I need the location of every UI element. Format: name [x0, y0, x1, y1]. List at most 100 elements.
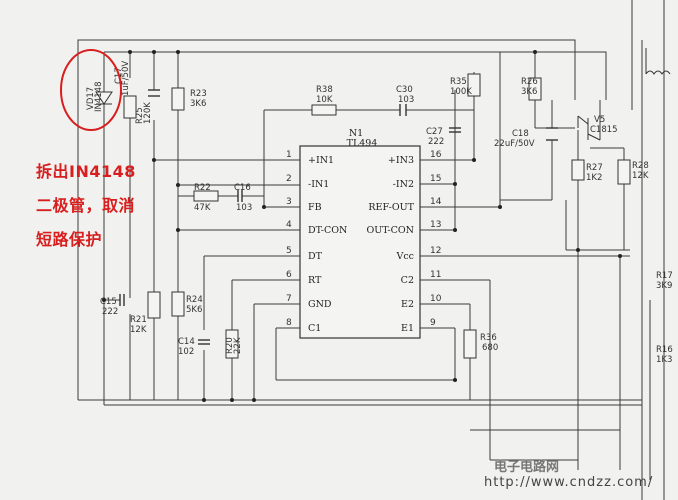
ic-pin-number: 5: [286, 246, 292, 256]
r24-ref: R24: [186, 295, 203, 305]
wires: [77, 0, 665, 500]
c14-ref: C14: [178, 337, 195, 347]
resistor-r28: [617, 159, 631, 185]
ic-pin-number: 3: [286, 197, 292, 207]
ic-pin-number: 8: [286, 318, 292, 328]
ic-pin-number: 10: [430, 294, 442, 304]
r28-ref: R28: [632, 161, 649, 171]
annotation-line-2: 二极管，取消: [36, 196, 136, 215]
c18-ref: C18: [512, 129, 529, 139]
r21-ref: R21: [130, 315, 147, 325]
transistor-v5: [577, 115, 601, 141]
resistor-r26: [528, 77, 542, 101]
resistor-r35: [467, 73, 481, 97]
watermark-title: 电子电路网: [494, 460, 560, 475]
resistor-r23: [171, 87, 185, 111]
r16-ref: R16: [656, 345, 673, 355]
r20-value: 22K: [233, 337, 243, 354]
ic-pin-name: REF-OUT: [368, 202, 414, 213]
r16-value: 1K3: [656, 355, 672, 365]
r23-value: 3K6: [190, 99, 206, 109]
transformer-symbol: [645, 48, 671, 75]
resistor-r22: [193, 190, 219, 202]
ic-part: TL494: [347, 138, 378, 149]
ic-pin-number: 14: [430, 197, 442, 207]
r23-ref: R23: [190, 89, 207, 99]
ic-pin-name: RT: [308, 275, 322, 286]
r22-ref: R22: [194, 183, 211, 193]
resistor-r38: [311, 104, 337, 116]
c18-value: 22uF/50V: [494, 139, 535, 149]
v5-ref: V5: [594, 115, 605, 125]
ic-pin-number: 1: [286, 150, 292, 160]
resistor-r21: [147, 291, 161, 319]
ic-pin-name: C2: [401, 275, 414, 286]
c14-value: 102: [178, 347, 194, 357]
c15-value: 222: [102, 307, 118, 317]
r35-value: 100K: [450, 87, 472, 97]
ic-pin-name: C1: [308, 323, 321, 334]
annotation-line-3: 短路保护: [36, 230, 103, 249]
r27-ref: R27: [586, 163, 603, 173]
ic-pin-number: 15: [430, 174, 441, 184]
c30-ref: C30: [396, 85, 413, 95]
ic-pin-name: -IN2: [393, 179, 414, 190]
resistor-r36: [463, 329, 477, 359]
v5-value: C1815: [590, 125, 618, 135]
r25-value: 120K: [143, 102, 153, 124]
ic-body: [299, 145, 421, 339]
r17-value: 3K9: [656, 281, 672, 291]
ic-pin-name: FB: [308, 202, 322, 213]
c30-value: 103: [398, 95, 414, 105]
highlight-ellipse: [60, 49, 122, 131]
ic-pin-number: 16: [430, 150, 442, 160]
ic-pin-number: 2: [286, 174, 292, 184]
c15-ref: C15: [100, 297, 117, 307]
r17-ref: R17: [656, 271, 673, 281]
ic-pin-number: 11: [430, 270, 441, 280]
ic-pin-name: +IN1: [308, 155, 334, 166]
ic-pin-name: +IN3: [388, 155, 414, 166]
r22-value: 47K: [194, 203, 211, 213]
r38-value: 10K: [316, 95, 333, 105]
resistor-r25: [123, 95, 137, 119]
watermark-url: http://www.cndzz.com/: [484, 475, 654, 490]
junction-dots: [102, 50, 622, 402]
r21-value: 12K: [130, 325, 147, 335]
resistor-r20: [225, 329, 239, 359]
c16-value: 103: [236, 203, 252, 213]
r36-value: 680: [482, 343, 498, 353]
ic-ref: N1: [349, 128, 363, 139]
ic-pin-number: 4: [286, 220, 292, 230]
resistor-r27: [571, 159, 585, 181]
r28-value: 12K: [632, 171, 649, 181]
r35-ref: R35: [450, 77, 467, 87]
ic-pin-number: 9: [430, 318, 436, 328]
ic-pin-name: E2: [401, 299, 414, 310]
annotation-line-1: 拆出IN4148: [36, 162, 136, 181]
c27-value: 222: [428, 137, 444, 147]
ic-pin-name: DT: [308, 251, 323, 262]
r38-ref: R38: [316, 85, 333, 95]
r26-value: 3K6: [521, 87, 537, 97]
ic-pin-name: DT-CON: [308, 225, 347, 236]
r24-value: 5K6: [186, 305, 202, 315]
r26-ref: R26: [521, 77, 538, 87]
ic-pin-name: E1: [401, 323, 414, 334]
r36-ref: R36: [480, 333, 497, 343]
c27-ref: C27: [426, 127, 443, 137]
ic-pin-name: -IN1: [308, 179, 329, 190]
ic-pin-number: 13: [430, 220, 441, 230]
vd17-value: IN4148: [94, 82, 104, 113]
r20-ref: R20: [225, 337, 235, 354]
vd17-ref: VD17: [86, 87, 96, 110]
ic-pin-number: 12: [430, 246, 441, 256]
r27-value: 1K2: [586, 173, 602, 183]
r25-ref: R25: [135, 107, 145, 124]
diode-vd17: [95, 91, 113, 105]
c16-ref: C16: [234, 183, 251, 193]
ic-pin-number: 6: [286, 270, 292, 280]
c17-value: 1uF/50V: [121, 61, 131, 96]
